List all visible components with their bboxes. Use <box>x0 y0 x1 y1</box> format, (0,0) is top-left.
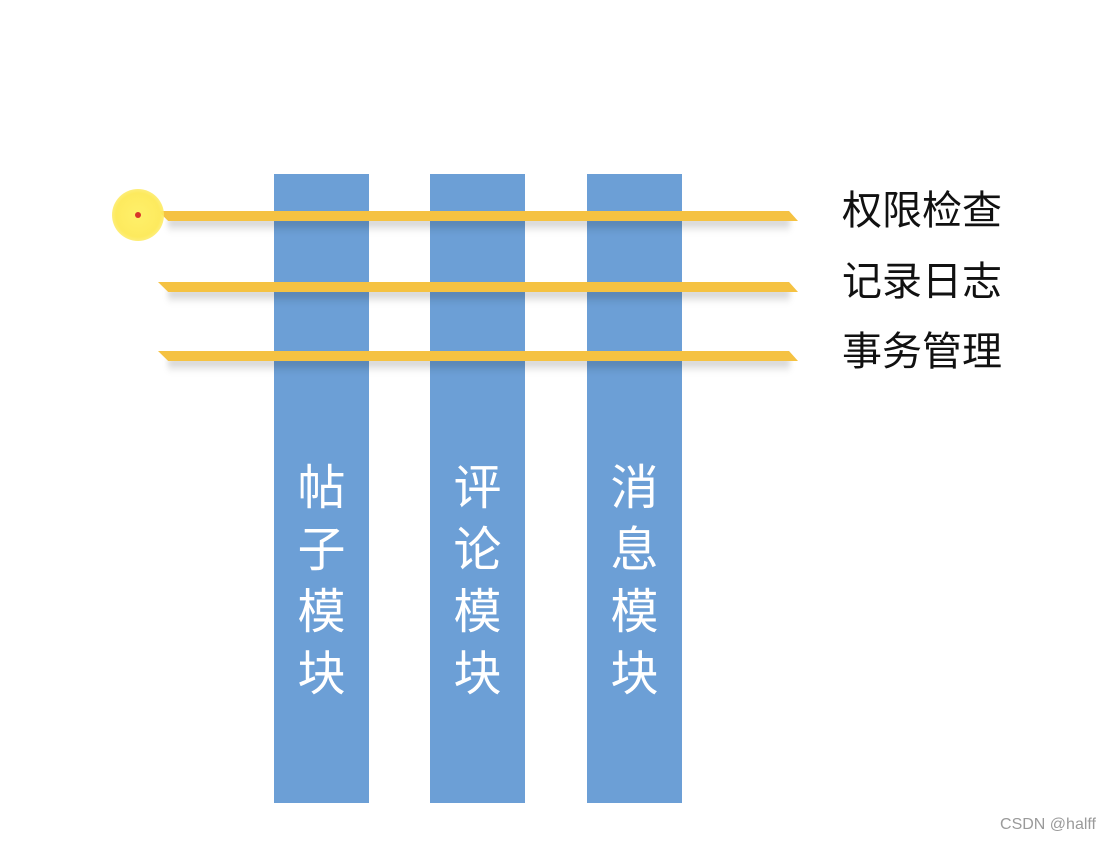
concern-band-permission <box>158 211 798 221</box>
band-shadow <box>168 359 790 373</box>
module-post-label: 帖 子 模 块 <box>274 457 369 705</box>
module-char: 子 <box>297 522 346 578</box>
module-char: 帖 <box>297 460 346 516</box>
module-char: 息 <box>610 522 659 578</box>
module-char: 模 <box>453 584 502 640</box>
module-comment-label: 评 论 模 块 <box>430 457 525 705</box>
cursor-highlight-icon <box>112 189 164 241</box>
module-char: 块 <box>453 646 502 702</box>
concern-band-transaction <box>158 351 798 361</box>
band-shadow <box>168 290 790 304</box>
module-char: 块 <box>297 646 346 702</box>
module-char: 模 <box>610 584 659 640</box>
module-char: 块 <box>610 646 659 702</box>
module-message: 消 息 模 块 <box>587 174 682 803</box>
module-char: 评 <box>453 460 502 516</box>
concern-label-permission: 权限检查 <box>842 188 1002 234</box>
band-shadow <box>168 219 790 233</box>
cursor-dot-icon <box>135 212 141 218</box>
concern-label-transaction: 事务管理 <box>842 329 1002 375</box>
module-message-label: 消 息 模 块 <box>587 457 682 705</box>
module-post: 帖 子 模 块 <box>274 174 369 803</box>
module-char: 模 <box>297 584 346 640</box>
module-comment: 评 论 模 块 <box>430 174 525 803</box>
watermark: CSDN @halff <box>1000 816 1096 833</box>
module-char: 消 <box>610 460 659 516</box>
concern-label-logging: 记录日志 <box>842 259 1002 305</box>
module-char: 论 <box>453 522 502 578</box>
concern-band-logging <box>158 282 798 292</box>
